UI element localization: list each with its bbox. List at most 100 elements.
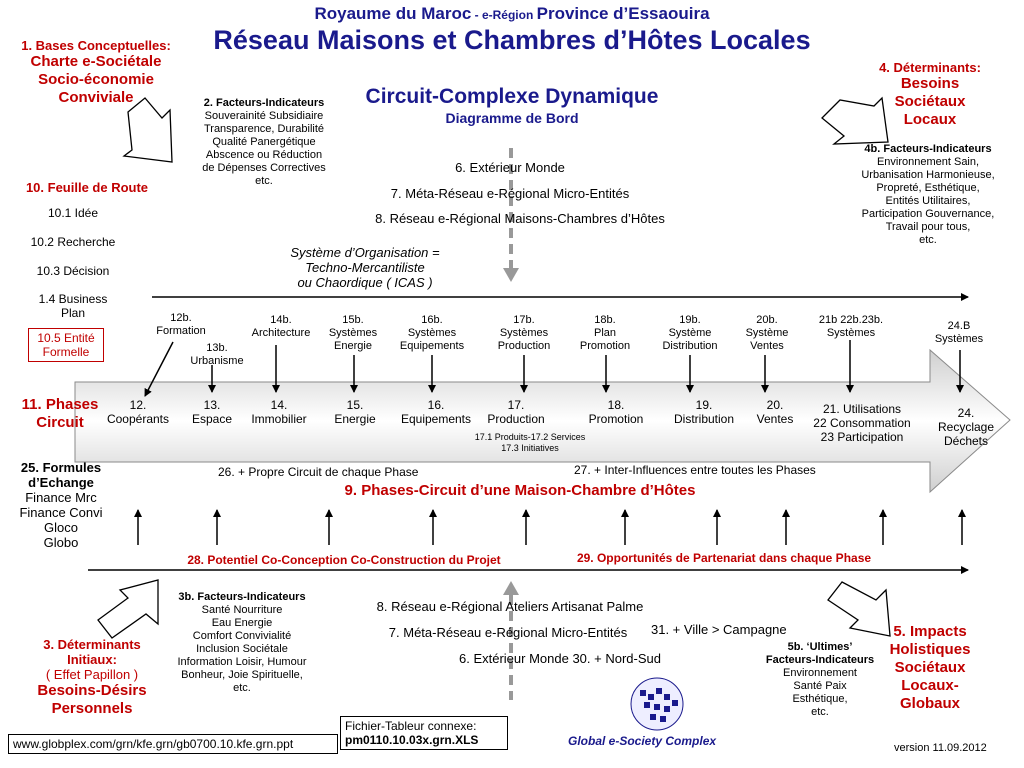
fichier-box: Fichier-Tableur connexe: pm0110.10.03x.g… — [340, 716, 508, 750]
impacts-line: Locaux- — [901, 677, 959, 694]
system-b-item: 21b 22b.23b. Systèmes — [806, 314, 896, 340]
phase-line: Coopérants — [106, 412, 170, 426]
phases-circuit-label: 11. Phases Circuit — [2, 396, 118, 432]
phase-line: 21. Utilisations — [822, 402, 902, 416]
systeme-organisation: Système d’Organisation = Techno-Mercanti… — [270, 245, 460, 290]
facteurs5b-title: Facteurs-Indicateurs — [765, 654, 875, 666]
facteurs4b-line: etc. — [919, 234, 937, 246]
phase-line: 23 Participation — [820, 430, 904, 444]
phase-item: 17. Production — [478, 398, 554, 426]
facteurs5b-line: Santé Paix — [793, 680, 847, 692]
facteurs4b-title: 4b. Facteurs-Indicateurs — [864, 143, 992, 155]
url-link[interactable]: www.globplex.com/grn/kfe.grn/gb0700.10.k… — [13, 737, 294, 751]
facteurs3b-line: Comfort Convivialité — [192, 630, 292, 642]
header-line-1: Royaume du Maroc - e-Région Province d’E… — [250, 4, 774, 25]
phases-label-line: 11. Phases — [21, 396, 99, 413]
bases-line: Charte e-Sociétale — [30, 53, 162, 70]
facteurs2-line: Qualité Panergétique — [212, 136, 316, 148]
logo-text: Global e-Society Complex — [568, 734, 717, 748]
phase-line: 24. — [957, 406, 975, 420]
facteurs2-line: Souverainité Subsidiaire — [204, 110, 324, 122]
region-label: - e-Région — [471, 8, 537, 22]
formules-title-line: 25. Formules — [20, 460, 102, 475]
facteurs4b-line: Urbanisation Harmonieuse, — [861, 169, 995, 181]
phase-item: 19. Distribution — [664, 398, 744, 426]
determinants4-label: 4. Déterminants: — [879, 60, 981, 75]
phase-line: Recyclage — [937, 420, 995, 434]
feuille-item: 10.2 Recherche — [30, 235, 116, 249]
phase-item: 12. Coopérants — [100, 398, 176, 426]
phase-item: 16. Equipements — [394, 398, 478, 426]
system-b-line: 21b 22b.23b. — [818, 314, 884, 326]
feuille-de-route-title: 10. Feuille de Route — [25, 180, 149, 195]
facteurs4b-line: Environnement Sain, — [876, 156, 980, 168]
system-b-line: Equipements — [399, 340, 465, 352]
facteurs3b-line: Eau Energie — [211, 617, 273, 629]
fichier-label: Fichier-Tableur connexe: — [345, 719, 477, 733]
facteurs3b-line: Inclusion Sociétale — [196, 643, 288, 655]
facteurs3b-line: Bonheur, Joie Spirituelle, — [181, 669, 303, 681]
phase-line: 22 Consommation — [813, 416, 911, 430]
phase-line: 19. — [695, 398, 713, 412]
facteurs4b-line: Participation Gouvernance, — [861, 208, 995, 220]
system-b-line: Production — [497, 340, 551, 352]
system-b-line: 19b. — [679, 314, 701, 326]
system-b-item: 14b. Architecture — [244, 314, 318, 340]
determinants4-line: Besoins — [900, 75, 960, 92]
diagram-subtitle: Diagramme de Bord — [445, 110, 579, 126]
facteurs2-line: de Dépenses Correctives — [202, 162, 326, 174]
production-sub-line: 17.3 Initiatives — [501, 443, 559, 453]
system-org-line: Système d’Organisation = — [290, 245, 440, 260]
system-b-line: Systèmes — [826, 327, 876, 339]
ville-campagne: 31. + Ville > Campagne — [651, 622, 787, 637]
phase-line: Ventes — [756, 412, 794, 426]
feuille-item: 10.3 Décision — [36, 264, 110, 278]
facteurs5b-line: Environnement — [783, 667, 857, 679]
system-org-line: Techno-Mercantiliste — [305, 260, 425, 275]
facteurs3b-title: 3b. Facteurs-Indicateurs — [178, 591, 306, 603]
system-b-line: Promotion — [579, 340, 631, 352]
system-b-item: 13b. Urbanisme — [184, 342, 250, 368]
system-b-line: Système — [668, 327, 712, 339]
phase-item: 24. Recyclage Déchets — [926, 406, 1006, 448]
down-arrows — [144, 340, 964, 397]
determinants3-label: 3. Déterminants — [43, 637, 141, 652]
fichier-file[interactable]: pm0110.10.03x.grn.XLS — [345, 733, 479, 747]
system-b-line: Urbanisme — [190, 355, 244, 367]
up-arrows — [134, 509, 966, 545]
phase-item: 20. Ventes — [746, 398, 804, 426]
facteurs4b-line: Propreté, Esthétique, — [876, 182, 980, 194]
system-b-line: Energie — [334, 340, 372, 352]
phase-item: 18. Promotion — [578, 398, 654, 426]
facteurs5b-title: 5b. ‘Ultimes’ — [787, 641, 853, 653]
system-b-line: 20b. — [756, 314, 778, 326]
opportunites-29: 29. Opportunités de Partenariat dans cha… — [576, 551, 872, 565]
phase-line: Promotion — [588, 412, 644, 426]
phase-line: 17. — [507, 398, 525, 412]
system-b-item: 24.B Systèmes — [926, 320, 992, 346]
determinants3-paren: ( Effet Papillon ) — [45, 667, 139, 682]
phase-line: 15. — [346, 398, 364, 412]
facteurs-indicateurs-4b: 4b. Facteurs-Indicateurs Environnement S… — [838, 143, 1018, 247]
phase-item: 13. Espace — [180, 398, 244, 426]
phase-line: 13. — [203, 398, 221, 412]
bases-label: 1. Bases Conceptuelles: — [21, 38, 171, 53]
facteurs4b-line: Travail pour tous, — [885, 221, 971, 233]
version-label: version 11.09.2012 — [894, 742, 987, 754]
determinants-4: 4. Déterminants: Besoins Sociétaux Locau… — [850, 60, 1010, 129]
system-org-line: ou Chaordique ( ICAS ) — [297, 275, 433, 290]
system-b-line: Distribution — [662, 340, 718, 352]
phase-line: Immobilier — [251, 412, 307, 426]
system-b-item: 19b. Système Distribution — [652, 314, 728, 353]
system-b-line: 14b. — [270, 314, 292, 326]
bases-conceptuelles: 1. Bases Conceptuelles: Charte e-Sociéta… — [0, 38, 192, 107]
system-b-line: Formation — [156, 325, 206, 337]
phase-item: 21. Utilisations 22 Consommation 23 Part… — [800, 402, 924, 444]
facteurs-indicateurs-2: 2. Facteurs-Indicateurs Souverainité Sub… — [174, 97, 354, 188]
phase-line: 20. — [766, 398, 784, 412]
facteurs4b-line: Entités Utilitaires, — [885, 195, 971, 207]
url-box[interactable]: www.globplex.com/grn/kfe.grn/gb0700.10.k… — [8, 734, 338, 754]
system-b-item: 17b. Systèmes Production — [486, 314, 562, 353]
phases-label-line: Circuit — [36, 414, 84, 431]
